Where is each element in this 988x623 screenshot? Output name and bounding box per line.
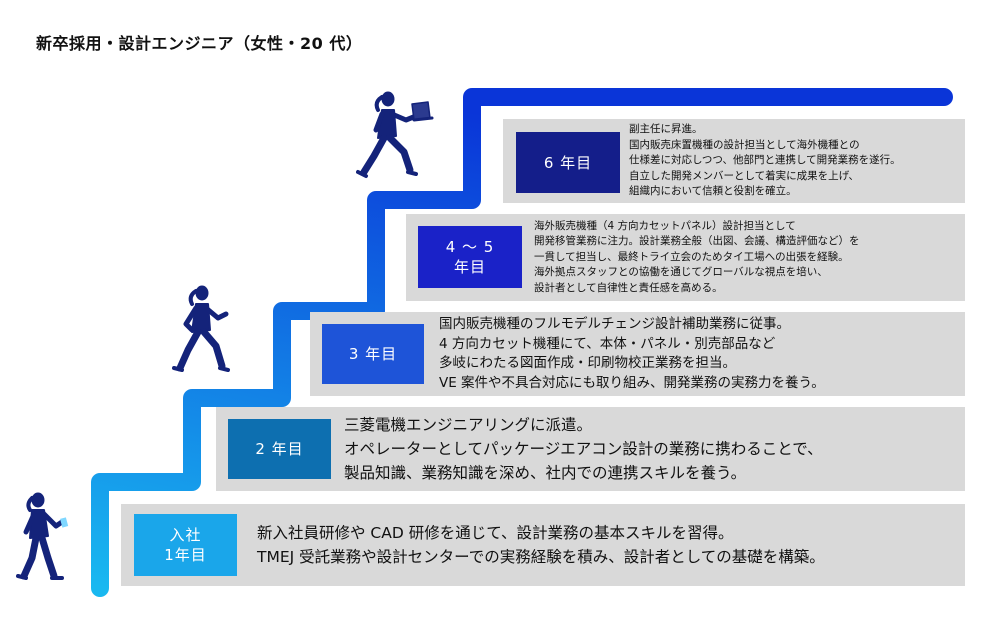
stage-1-description: 新入社員研修や CAD 研修を通じて、設計業務の基本スキルを習得。 TMEJ 受…	[257, 504, 825, 586]
stage-2-description: 三菱電機エンジニアリングに派遣。 オペレーターとしてパッケージエアコン設計の業務…	[344, 407, 823, 491]
stage-6-line: 国内販売床置機種の設計担当として海外機種との	[629, 138, 860, 151]
stage-4-5-line: 海外拠点スタッフとの協働を通じてグローバルな視点を培い、	[534, 266, 828, 279]
stage-6-line: 副主任に昇進。	[629, 123, 703, 136]
stage-2-line: オペレーターとしてパッケージエアコン設計の業務に携わることで、	[344, 440, 823, 458]
stage-1-badge: 入社 1年目	[134, 514, 237, 576]
stage-6-badge: 6 年目	[516, 132, 620, 193]
stage-1-line: 新入社員研修や CAD 研修を通じて、設計業務の基本スキルを習得。	[257, 524, 734, 542]
stage-3-badge: 3 年目	[322, 324, 424, 384]
stage-4-5-line: 一貫して担当し、最終トライ立会のためタイ工場への出張を経験。	[534, 250, 849, 263]
walking-woman-icon	[16, 492, 69, 580]
stage-6-line: 組織内において信頼と役割を確立。	[629, 185, 797, 198]
stage-4-5-description: 海外販売機種（4 方向カセットパネル）設計担当として 開発移管業務に注力。設計業…	[534, 214, 860, 301]
stage-6-description: 副主任に昇進。 国内販売床置機種の設計担当として海外機種との 仕様差に対応しつつ…	[629, 119, 901, 203]
stage-3-line: 多岐にわたる図面作成・印刷物校正業務を担当。	[439, 355, 736, 371]
stage-1-panel	[121, 504, 965, 586]
stage-3-line: 4 方向カセット機種にて、本体・パネル・別売部品など	[439, 335, 776, 352]
stage-2-line: 三菱電機エンジニアリングに派遣。	[344, 416, 593, 434]
stage-2-badge: 2 年目	[228, 419, 331, 479]
stage-4-5-line: 開発移管業務に注力。設計業務全般（出図、会議、構造評価など）を	[534, 235, 860, 248]
stage-2-line: 製品知識、業務知識を深め、社内での連携スキルを養う。	[344, 464, 747, 482]
stage-6-line: 仕様差に対応しつつ、他部門と連携して開発業務を遂行。	[629, 154, 901, 167]
stage-3-line: 国内販売機種のフルモデルチェンジ設計補助業務に従事。	[439, 316, 790, 332]
stage-4-5-line: 海外販売機種（4 方向カセットパネル）設計担当として	[534, 219, 796, 232]
stage-3-line: VE 案件や不具合対応にも取り組み、開発業務の実務力を養う。	[439, 374, 825, 391]
stage-2-panel	[216, 407, 965, 491]
running-woman-with-laptop-icon	[356, 91, 434, 178]
stage-3-description: 国内販売機種のフルモデルチェンジ設計補助業務に従事。 4 方向カセット機種にて、…	[439, 312, 825, 396]
stage-6-line: 自立した開発メンバーとして着実に成果を上げ、	[629, 169, 859, 182]
running-woman-icon	[172, 285, 230, 372]
stage-4-5-badge: 4 〜 5 年目	[418, 226, 522, 288]
page-title: 新卒採用・設計エンジニア（女性・20 代）	[36, 34, 363, 53]
staircase-line	[91, 88, 953, 597]
stage-4-5-line: 設計者として自律性と責任感を高める。	[534, 281, 723, 294]
stage-1-line: TMEJ 受託業務や設計センターでの実務経験を積み、設計者としての基礎を構築。	[257, 548, 825, 566]
